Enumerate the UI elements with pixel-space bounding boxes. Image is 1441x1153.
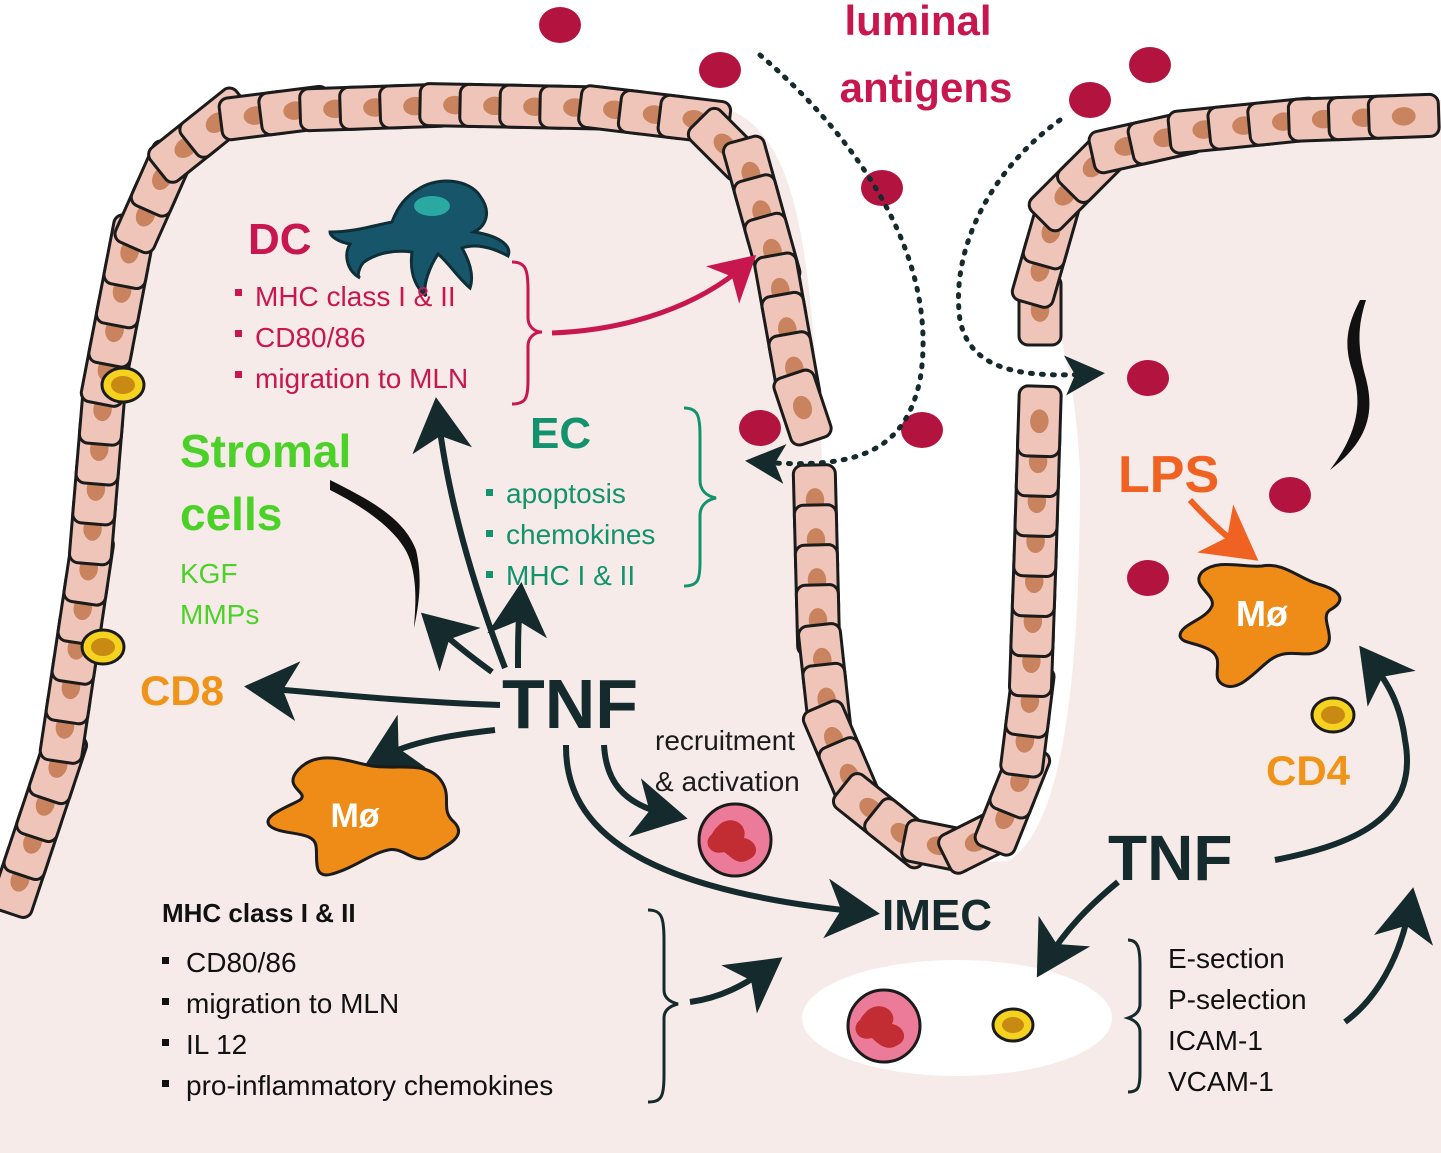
antigen-uptake-arrow-left [745, 52, 926, 484]
luminal-antigens-label-2: antigens [840, 64, 1013, 111]
adhesion-molecule: E-section [1168, 943, 1285, 974]
adhesion-to-tnf-arrow [1343, 887, 1434, 1025]
epithelial-cell [1016, 384, 1063, 459]
ec-effect: apoptosis [506, 478, 626, 509]
adhesion-molecule: VCAM-1 [1168, 1066, 1274, 1097]
macrophage-effects-title: MHC class I & II [162, 898, 356, 928]
macrophage-cell-icon: Mø [266, 756, 461, 877]
macrophage-label: Mø [1236, 593, 1288, 634]
lymphocyte-icon [991, 1007, 1035, 1043]
cd4-label: CD4 [1266, 747, 1351, 794]
epithelial-cell [1366, 92, 1441, 140]
bullet-icon [235, 371, 242, 378]
red-dot-icon [1127, 560, 1169, 596]
red-dot-icon [1069, 82, 1111, 118]
epithelium [0, 82, 1441, 919]
red-dot-icon [1129, 47, 1171, 83]
imec-label: IMEC [882, 891, 992, 940]
macrophage-effect: migration to MLN [186, 988, 399, 1019]
lymphocyte-icon [1310, 696, 1356, 734]
bullet-icon [486, 530, 493, 537]
tnf-to-imec-arrow [562, 744, 880, 939]
tnf-to-cd8-arrow [244, 661, 501, 722]
luminal-antigens-label-1: luminal [844, 0, 991, 44]
ec-effect: MHC I & II [506, 560, 635, 591]
dc-effect: migration to MLN [255, 363, 468, 394]
tnf-to-vessel-arrow [1036, 879, 1120, 978]
macrophage-effects-to-imec-arrow [689, 957, 783, 1014]
lps-to-macrophage-arrow [1187, 497, 1259, 561]
recruitment-label-2: & activation [655, 766, 800, 797]
adhesion-molecule: ICAM-1 [1168, 1025, 1263, 1056]
bullet-icon [162, 998, 169, 1005]
stromal-label-1: Stromal [180, 425, 351, 477]
dc-brace [511, 260, 543, 406]
macrophage-effect: CD80/86 [186, 947, 297, 978]
ec-effect: chemokines [506, 519, 655, 550]
adhesion-molecules-list: E-section P-selection ICAM-1 VCAM-1 [1168, 943, 1307, 1097]
rod-bacterium-icon [1330, 300, 1370, 470]
bullet-icon [162, 1080, 169, 1087]
dendritic-cell-icon [328, 179, 511, 298]
tnf-to-macrophage-arrow [364, 714, 496, 768]
red-dot-icon [539, 7, 581, 43]
stromal-effect: MMPs [180, 599, 259, 630]
recruitment-label-1: recruitment [655, 725, 795, 756]
red-dot-icon [1269, 477, 1311, 513]
adhesion-brace [1123, 938, 1142, 1094]
macrophage-label: Mø [330, 797, 379, 835]
cd8-label: CD8 [140, 667, 224, 714]
tnf-to-neutrophil-arrow [601, 744, 688, 838]
bullet-icon [486, 571, 493, 578]
lps-label: LPS [1118, 446, 1219, 504]
macrophage-cell-icon: Mø [1178, 562, 1342, 688]
rod-bacterium-icon [330, 480, 420, 628]
red-dot-icon [901, 412, 943, 448]
red-dot-icon [1127, 360, 1169, 396]
red-dot-icon [699, 52, 741, 88]
bullet-icon [486, 489, 493, 496]
ec-brace [683, 406, 717, 588]
stromal-effect: KGF [180, 558, 238, 589]
macrophage-effects-brace [647, 908, 679, 1104]
dc-effect: CD80/86 [255, 322, 366, 353]
bullet-icon [235, 330, 242, 337]
bullet-icon [162, 1039, 169, 1046]
dc-effect: MHC class I & II [255, 281, 456, 312]
antigen-uptake-arrow-right [956, 117, 1105, 396]
tnf-right-label: TNF [1108, 822, 1232, 894]
tnf-to-ec-arrow [487, 582, 548, 669]
macrophage-effect: IL 12 [186, 1029, 247, 1060]
dc-label: DC [248, 215, 312, 264]
bullet-icon [235, 289, 242, 296]
lymphocyte-icon [80, 628, 126, 666]
tnf-center-label: TNF [502, 665, 638, 743]
dc-migration-arrow [551, 255, 757, 336]
neutrophil-icon [846, 988, 922, 1064]
tnf-to-stromal-arrow [420, 612, 494, 675]
ec-label: EC [530, 409, 591, 458]
dc-effects-list: MHC class I & II CD80/86 migration to ML… [235, 281, 468, 394]
epithelial-cell [772, 368, 833, 447]
lymphocyte-icon [100, 366, 146, 404]
macrophage-effect: pro-inflammatory chemokines [186, 1070, 553, 1101]
tnf-to-right-macrophage-arrow [1274, 645, 1416, 863]
neutrophil-icon [697, 802, 773, 878]
bullet-icon [162, 957, 169, 964]
stromal-label-2: cells [180, 488, 282, 540]
red-dot-icon [739, 410, 781, 446]
macrophage-effects-list: CD80/86 migration to MLN IL 12 pro-infla… [162, 947, 553, 1101]
adhesion-molecule: P-selection [1168, 984, 1307, 1015]
